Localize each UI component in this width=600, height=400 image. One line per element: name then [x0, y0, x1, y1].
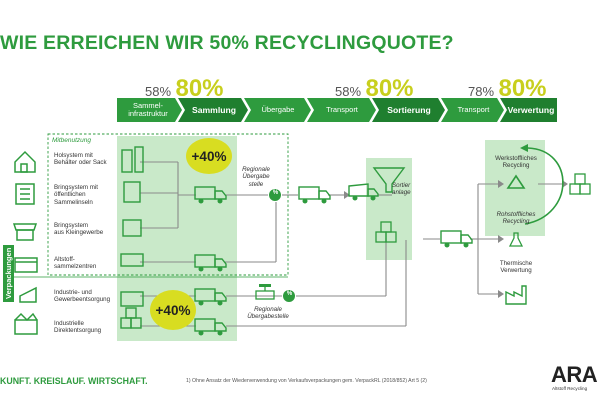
chevron-5: [372, 98, 445, 122]
target-sammlung: 58% 80%: [145, 75, 224, 103]
chevron-6: [441, 98, 504, 122]
funnel-icon: [372, 167, 406, 193]
stage-transport-2: Transport: [457, 105, 490, 114]
badge-plus-40-bottom: +40%: [150, 290, 196, 330]
ara-logo: ARA: [551, 362, 598, 387]
sortier-column: [366, 158, 412, 260]
stage-sammlung: Sammlung: [192, 105, 236, 115]
werkstoffliches-recycling-label: Werkstoffliches Recycling: [495, 155, 537, 170]
node-pct-2: %: [286, 291, 293, 297]
node-pct: %: [272, 190, 279, 196]
chevron-shapes: [117, 98, 557, 122]
chevron-3: [244, 98, 311, 122]
target-sortierung: 58% 80%: [335, 75, 414, 103]
page-title: WIE ERREICHEN WIR 50% RECYCLINGQUOTE?: [0, 32, 454, 54]
transport-truck-icon: [298, 186, 331, 204]
process-chevron-bar: Sammel- infrastruktur Sammlung Übergabe …: [117, 98, 557, 122]
scale-icon: [255, 284, 275, 300]
stage-verwertung: Verwertung: [507, 105, 555, 115]
container-icon: [123, 181, 141, 203]
mitbenutzung-label: Mitbenutzung: [52, 137, 92, 144]
factory-chimney-icon: [505, 285, 527, 305]
building-icon: [15, 183, 35, 205]
goal-pct: 80%: [365, 75, 414, 102]
bringsystem-inseln-label: Bringsystem mit öffentlichen Sammelinsel…: [54, 184, 99, 206]
sortieranlage-label: Sortier anlage: [392, 182, 411, 197]
current-pct: 78%: [468, 84, 495, 99]
mitbenutzung-box: [47, 133, 289, 276]
footnote: 1) Ohne Ansatz der Wiederverwendung von …: [186, 378, 427, 384]
flask-icon: [508, 232, 524, 247]
depot-icon: [14, 257, 38, 273]
rohstoffliches-recycling-label: Rohstoffliches Recycling: [496, 211, 536, 226]
ara-logo-subtitle: Altstoff Recycling: [552, 386, 588, 391]
sack-icon: [134, 146, 144, 173]
container-icon-2: [122, 219, 142, 237]
holsystem-label: Holsystem mit Behälter oder Sack: [54, 152, 107, 167]
bringsystem-kleingewerbe-label: Bringsystem aus Kleingewerbe: [54, 222, 104, 237]
industrie-gewerbe-label: Industrie- und Gewerbeentsorgung: [54, 289, 111, 304]
collection-lines: [140, 161, 562, 327]
chevron-4: [307, 98, 376, 122]
truck-icon-2: [194, 254, 227, 272]
chevron-7: [500, 98, 557, 122]
recycle-icon: [506, 174, 526, 189]
bin-icon: [121, 149, 133, 173]
stage-uebergabe: Übergabe: [261, 105, 295, 114]
stage-transport-1: Transport: [326, 105, 358, 114]
thermische-verwertung-label: Thermische Verwertung: [499, 260, 533, 275]
badge-plus-40-top: +40%: [186, 138, 232, 174]
verpackungen-vertical-label: Verpackungen: [3, 244, 14, 302]
press-icon: [120, 291, 144, 307]
chevron-2: [178, 98, 248, 122]
output-bales-icon: [569, 173, 591, 195]
goal-pct: 80%: [498, 75, 547, 102]
target-verwertung: 78% 80%: [468, 75, 547, 103]
regionale-uebergabestelle-2-label: Regionale Übergabestelle: [247, 306, 289, 321]
footer-slogan: KUNFT. KREISLAUF. WIRTSCHAFT.: [0, 376, 148, 386]
chevron-1: [117, 98, 182, 122]
factory-icon: [19, 286, 37, 303]
truck-icon-4: [194, 318, 227, 336]
left-icons: [12, 150, 38, 335]
uebergabe-node-2: [283, 290, 295, 302]
skip-icon: [120, 253, 144, 267]
goal-pct: 80%: [175, 75, 224, 102]
uebergabe-node: [269, 189, 281, 201]
container-icons: [120, 146, 144, 329]
loop-arrow: [524, 147, 564, 225]
regionale-uebergabestelle-label: Regionale Übergabe stelle: [242, 166, 270, 188]
sortier-icons: [372, 167, 406, 243]
altstoffsammelzentren-label: Altstoff- sammelzentren: [54, 256, 97, 271]
bales-icon: [375, 221, 397, 243]
industrielle-direkt-label: Industrielle Direktentsorgung: [54, 320, 102, 335]
shop-icon: [12, 223, 38, 231]
house-icon: [14, 150, 36, 173]
truck-icon: [194, 186, 227, 204]
transport-truck-icon-2: [440, 230, 473, 248]
current-pct: 58%: [335, 84, 362, 99]
stage-sortierung: Sortierung: [387, 105, 431, 115]
stage-sammelinfrastruktur: Sammel- infrastruktur: [128, 101, 168, 118]
industry-icon: [14, 319, 38, 335]
truck-icon-3: [194, 288, 227, 306]
current-pct: 58%: [145, 84, 172, 99]
tipper-truck-icon: [348, 183, 379, 201]
box-icon: [120, 317, 132, 329]
